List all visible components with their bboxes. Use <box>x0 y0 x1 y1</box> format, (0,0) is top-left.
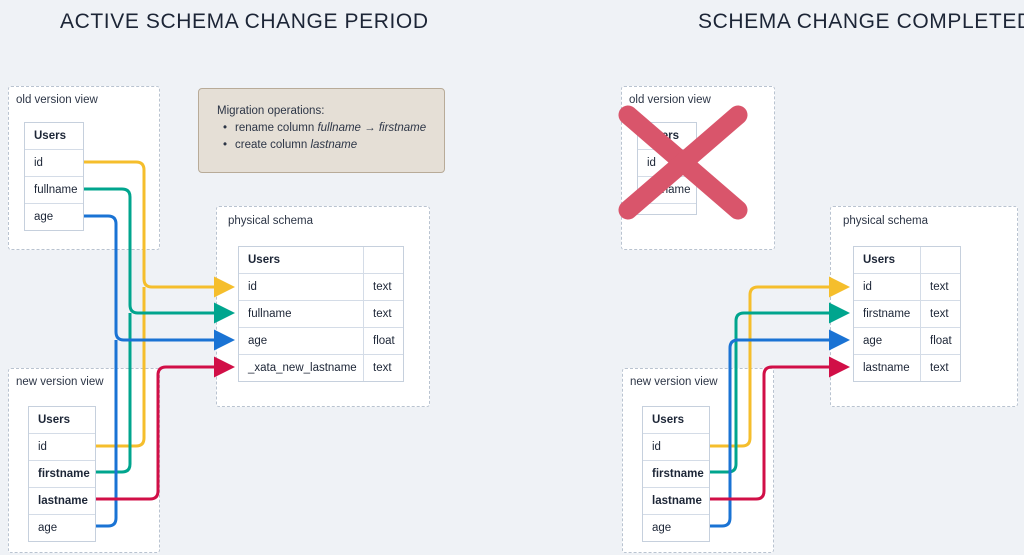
table-title-cell: Users <box>34 130 66 142</box>
table-row: firstname text <box>854 301 960 328</box>
table-title-cell: Users <box>652 414 684 426</box>
column-name-cell: firstname <box>863 308 911 320</box>
migration-operation-item: rename column fullname → firstname <box>223 120 430 137</box>
column-type-cell: text <box>363 274 403 300</box>
table-row: age <box>25 204 83 230</box>
table-row: age float <box>854 328 960 355</box>
column-name-cell: id <box>647 157 656 169</box>
column-name-cell: fullname <box>647 184 691 196</box>
migration-operation-item: create column lastname <box>223 137 430 154</box>
table-row: firstname <box>29 461 95 488</box>
left-physical-users-table: Users id text fullname text age float _x… <box>238 246 404 382</box>
table-row: fullname text <box>239 301 403 328</box>
operation-from: fullname <box>317 122 361 134</box>
right-physical-users-table: Users id text firstname text age float l… <box>853 246 961 382</box>
table-row: age <box>643 515 709 541</box>
column-name-cell: lastname <box>863 362 910 374</box>
column-name-cell <box>638 204 696 214</box>
column-type-cell: text <box>920 301 960 327</box>
table-title-type-cell <box>363 247 403 273</box>
column-name-cell: fullname <box>34 184 78 196</box>
column-name-cell: id <box>248 281 257 293</box>
column-name-cell: id <box>863 281 872 293</box>
column-type-cell: text <box>920 355 960 381</box>
right-new-version-users-table: Users id firstname lastname age <box>642 406 710 542</box>
right-new-version-view-label: new version view <box>630 376 718 388</box>
column-name-cell: id <box>652 441 661 453</box>
table-row: Users <box>239 247 403 274</box>
migration-operations-note: Migration operations: rename column full… <box>198 88 445 173</box>
table-title-type-cell <box>920 247 960 273</box>
migration-note-heading: Migration operations: <box>217 105 325 117</box>
table-row: id <box>643 434 709 461</box>
table-row: lastname <box>643 488 709 515</box>
panel-title-left: ACTIVE SCHEMA CHANGE PERIOD <box>60 10 429 33</box>
table-row: id text <box>854 274 960 301</box>
table-row: fullname <box>25 177 83 204</box>
column-name-cell: lastname <box>38 495 88 507</box>
column-name-cell: age <box>248 335 268 347</box>
left-new-version-view-label: new version view <box>16 376 104 388</box>
operation-action: create column <box>235 139 308 151</box>
table-row: lastname text <box>854 355 960 381</box>
right-old-version-users-table: Users id fullname <box>637 122 697 215</box>
table-row <box>638 204 696 214</box>
migration-operations-list: rename column fullname → firstname creat… <box>217 120 430 154</box>
left-old-version-view-label: old version view <box>16 94 98 106</box>
table-row: Users <box>638 123 696 150</box>
left-physical-schema-label: physical schema <box>228 215 314 227</box>
table-row: age <box>29 515 95 541</box>
column-type-cell: text <box>363 355 403 381</box>
left-old-version-users-table: Users id fullname age <box>24 122 84 231</box>
panel-title-right: SCHEMA CHANGE COMPLETED <box>698 10 1024 33</box>
operation-to: firstname <box>378 122 427 134</box>
table-row: id <box>29 434 95 461</box>
operation-from: lastname <box>310 139 358 151</box>
column-name-cell: firstname <box>38 468 90 480</box>
table-row: firstname <box>643 461 709 488</box>
table-row: fullname <box>638 177 696 204</box>
table-row: id <box>25 150 83 177</box>
column-name-cell: id <box>34 157 43 169</box>
table-row: id <box>638 150 696 177</box>
table-row: lastname <box>29 488 95 515</box>
table-row: Users <box>643 407 709 434</box>
column-type-cell: float <box>920 328 960 354</box>
column-name-cell: age <box>34 211 54 223</box>
table-title-cell: Users <box>248 254 280 266</box>
column-type-cell: text <box>363 301 403 327</box>
column-name-cell: age <box>38 522 58 534</box>
column-name-cell: _xata_new_lastname <box>248 362 357 374</box>
left-new-version-users-table: Users id firstname lastname age <box>28 406 96 542</box>
table-row: id text <box>239 274 403 301</box>
table-row: Users <box>29 407 95 434</box>
table-title-cell: Users <box>38 414 70 426</box>
operation-arrow-icon: → <box>364 122 376 134</box>
column-name-cell: age <box>652 522 672 534</box>
table-title-cell: Users <box>863 254 895 266</box>
column-name-cell: fullname <box>248 308 292 320</box>
right-old-version-view-label: old version view <box>629 94 711 106</box>
table-row: Users <box>25 123 83 150</box>
right-physical-schema-label: physical schema <box>843 215 929 227</box>
column-name-cell: lastname <box>652 495 702 507</box>
operation-action: rename column <box>235 122 315 134</box>
table-row: _xata_new_lastname text <box>239 355 403 381</box>
column-name-cell: firstname <box>652 468 704 480</box>
column-name-cell: id <box>38 441 47 453</box>
column-type-cell: text <box>920 274 960 300</box>
table-row: Users <box>854 247 960 274</box>
column-type-cell: float <box>363 328 403 354</box>
table-row: age float <box>239 328 403 355</box>
table-title-cell: Users <box>647 130 679 142</box>
column-name-cell: age <box>863 335 883 347</box>
